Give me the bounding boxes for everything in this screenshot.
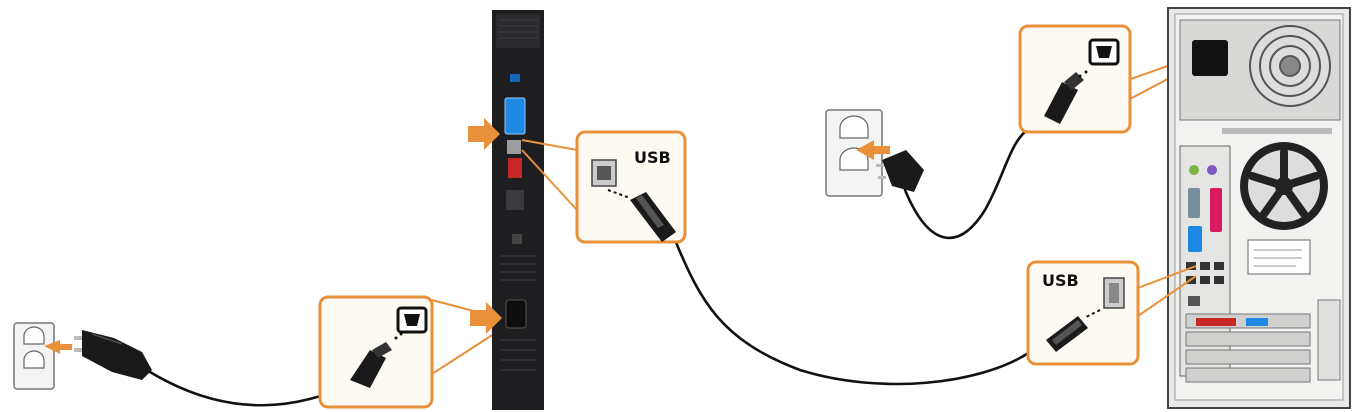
spec-sticker [1248,240,1310,274]
usb-upstream-cable [675,240,1030,384]
port-usb-upstream [507,140,521,154]
port-vga-computer [1188,226,1202,252]
power-plug-icon [74,330,152,380]
port-power-monitor [506,300,526,328]
wall-outlet-icon [14,323,54,389]
computer-power-cable [905,128,1030,238]
port-vga [505,98,525,134]
port-power-computer [1192,40,1228,76]
psu-fan [1250,26,1330,106]
usb-a-port-icon [1104,278,1124,308]
power-connector-icon [398,308,426,332]
power-plug-icon [876,150,924,192]
wall-outlet-right [826,110,924,196]
monitor-usb-callout: USB [522,132,685,242]
case-fan [1240,142,1328,230]
monitor-side [492,10,544,410]
port-audio [510,74,520,82]
usb-b-port-icon [592,160,616,186]
usb-label-monitor: USB [634,148,671,167]
wall-outlet-left [14,323,152,389]
power-connector-icon [1090,40,1118,64]
port-red [508,158,522,178]
computer-tower [1168,8,1350,408]
usb-label-computer: USB [1042,271,1079,290]
port-parallel [1210,188,1222,232]
